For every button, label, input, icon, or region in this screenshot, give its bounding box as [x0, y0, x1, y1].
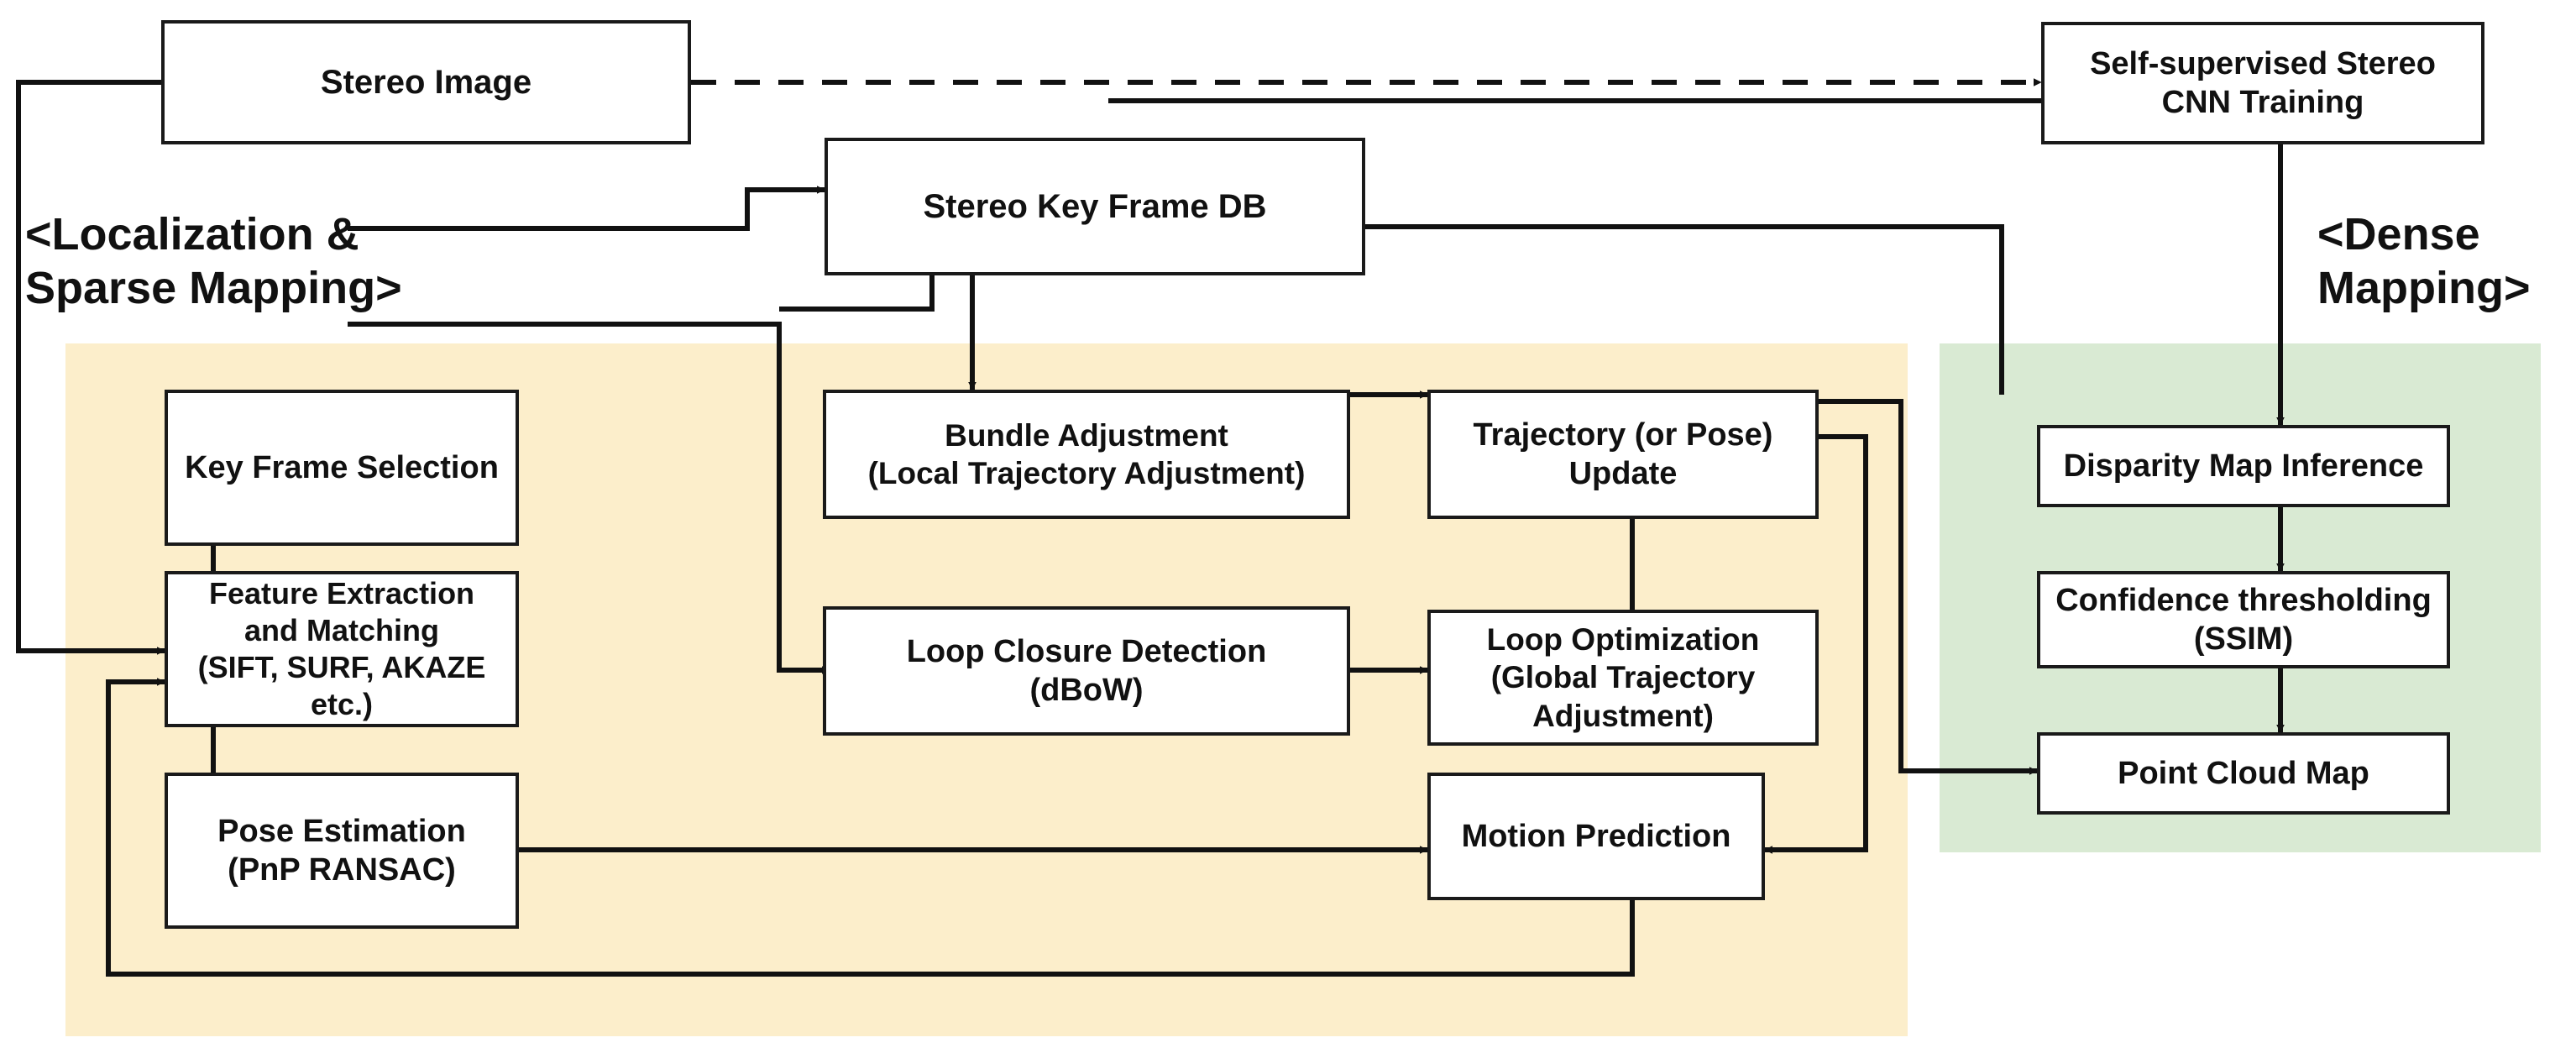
node-self-supervised-cnn[interactable]: Self-supervised Stereo CNN Training: [2041, 22, 2484, 144]
node-disparity-map-inference[interactable]: Disparity Map Inference: [2037, 425, 2450, 507]
node-confidence-thresholding-label: Confidence thresholding (SSIM): [2055, 582, 2432, 657]
node-stereo-key-frame-db[interactable]: Stereo Key Frame DB: [825, 138, 1365, 275]
node-trajectory-update-label: Trajectory (or Pose) Update: [1473, 417, 1773, 491]
node-point-cloud-map-label: Point Cloud Map: [2118, 755, 2369, 791]
node-self-supervised-cnn-label: Self-supervised Stereo CNN Training: [2090, 45, 2436, 120]
node-pose-estimation-label: Pose Estimation (PnP RANSAC): [217, 813, 466, 888]
node-loop-optimization[interactable]: Loop Optimization (Global Trajectory Adj…: [1427, 610, 1819, 746]
node-stereo-key-frame-db-label: Stereo Key Frame DB: [923, 187, 1267, 225]
node-loop-closure-detection[interactable]: Loop Closure Detection (dBoW): [823, 606, 1350, 736]
node-loop-closure-detection-label: Loop Closure Detection (dBoW): [906, 633, 1267, 708]
node-stereo-image-label: Stereo Image: [320, 63, 532, 101]
node-pose-estimation[interactable]: Pose Estimation (PnP RANSAC): [165, 773, 519, 929]
node-confidence-thresholding[interactable]: Confidence thresholding (SSIM): [2037, 571, 2450, 668]
node-bundle-adjustment[interactable]: Bundle Adjustment (Local Trajectory Adju…: [823, 390, 1350, 519]
node-feature-extraction-label: Feature Extraction and Matching (SIFT, S…: [197, 576, 486, 721]
node-motion-prediction[interactable]: Motion Prediction: [1427, 773, 1765, 900]
node-disparity-map-inference-label: Disparity Map Inference: [2063, 448, 2424, 484]
node-feature-extraction[interactable]: Feature Extraction and Matching (SIFT, S…: [165, 571, 519, 727]
node-point-cloud-map[interactable]: Point Cloud Map: [2037, 732, 2450, 815]
node-loop-optimization-label: Loop Optimization (Global Trajectory Adj…: [1486, 622, 1760, 733]
node-stereo-image[interactable]: Stereo Image: [161, 20, 691, 144]
node-key-frame-selection[interactable]: Key Frame Selection: [165, 390, 519, 546]
localization-group-label: <Localization & Sparse Mapping>: [25, 209, 402, 313]
node-key-frame-selection-label: Key Frame Selection: [185, 449, 499, 485]
node-trajectory-update[interactable]: Trajectory (or Pose) Update: [1427, 390, 1819, 519]
edge-key-frame-selection-to-db: [348, 186, 825, 231]
node-motion-prediction-label: Motion Prediction: [1461, 818, 1731, 854]
dense-group-label: <Dense Mapping>: [2317, 209, 2531, 313]
node-bundle-adjustment-label: Bundle Adjustment (Local Trajectory Adju…: [867, 417, 1306, 490]
